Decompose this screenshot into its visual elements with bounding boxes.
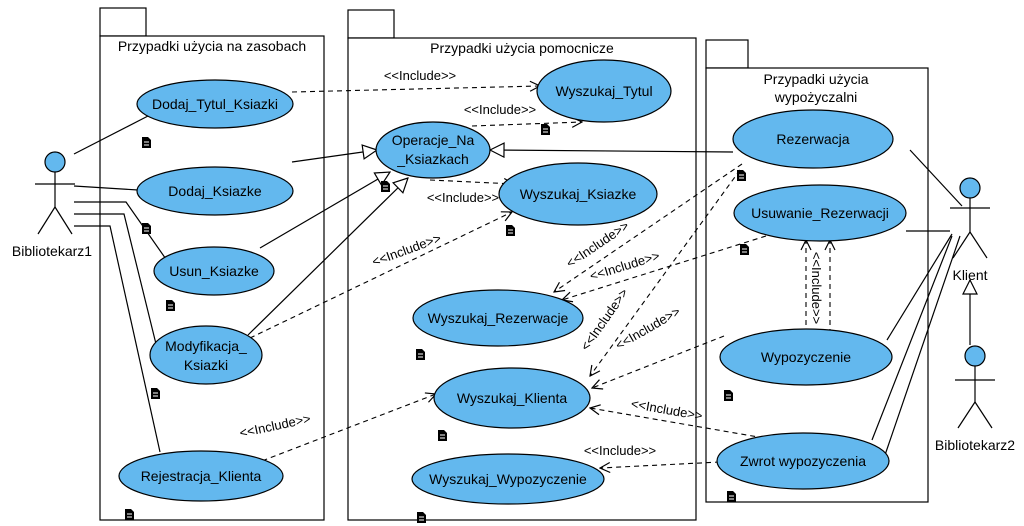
note-icon [724, 390, 733, 401]
include-label-11: <<Include>> [584, 443, 656, 458]
usecase-wyszukaj-klienta-label: Wyszukaj_Klienta [457, 390, 568, 406]
usecase-dodaj-tytul-ksiazki[interactable]: Dodaj_Tytul_Ksiazki [136, 79, 294, 129]
gen-dodaj-ksiazke-operacje [291, 150, 377, 163]
usecase-modyfikacja-ksiazki[interactable]: Modyfikacja_ Ksiazki [149, 325, 263, 385]
generalizations [247, 150, 970, 345]
note-icon [727, 491, 736, 502]
include-label-2: <<Include>> [464, 102, 536, 117]
gen-usun-ksiazke-operacje [259, 172, 390, 249]
assoc-klient-wypozyczenie [886, 233, 953, 341]
actor-head [964, 345, 986, 367]
package-wypozyczalnia-title-line1: Przypadki użycia [763, 71, 868, 87]
assoc-klient-rezerwacja [909, 149, 963, 207]
note-icon [506, 225, 515, 236]
usecase-usuwanie-rezerwacji[interactable]: Usuwanie_Rezerwacji [733, 184, 907, 242]
note-icon [417, 512, 426, 523]
inc-rezerwacja-wyszukaj-klienta [590, 169, 741, 376]
assoc-b1-modyfikacja [74, 213, 157, 345]
actor-bibliotekarz1[interactable]: Bibliotekarz1 [12, 151, 92, 259]
usecase-wypozyczenie[interactable]: Wypozyczenie [719, 328, 893, 386]
usecase-rejestracja-klienta-label: Rejestracja_Klienta [141, 468, 262, 484]
inc-rejestracja-wyszukaj-klienta [253, 394, 436, 465]
inc-zwrot-wyszukaj-wypozyczenie [600, 461, 721, 468]
package-wypozyczalnia-title-line2: wypożyczalni [774, 89, 857, 105]
usecase-zwrot-wypozyczenia-label: Zwrot wypozyczenia [740, 453, 866, 469]
associations [73, 115, 963, 456]
usecase-dodaj-tytul-ksiazki-label: Dodaj_Tytul_Ksiazki [152, 96, 278, 112]
assoc-bibliotekarz2-zwrot [884, 235, 961, 456]
usecase-usun-ksiazke[interactable]: Usun_Ksiazke [153, 246, 275, 296]
actor-leg-right [969, 231, 988, 259]
actor-head [44, 151, 66, 173]
include-dependencies [249, 86, 830, 468]
usecase-wypozyczenie-label: Wypozyczenie [761, 349, 851, 365]
actor-klient-label: Klient [952, 267, 987, 283]
inc-wypozyczenie-wyszukaj-klienta [592, 335, 725, 388]
note-icon [740, 244, 749, 255]
actor-leg-right [54, 206, 73, 235]
actor-leg-left [957, 401, 976, 429]
usecase-wyszukaj-wypozyczenie-label: Wyszukaj_Wypozyczenie [429, 471, 587, 487]
usecase-rejestracja-klienta[interactable]: Rejestracja_Klienta [118, 450, 284, 502]
inc-modyfikacja-wyszukaj-ksiazke [249, 212, 512, 339]
package-zasoby-title: Przypadki użycia na zasobach [118, 38, 306, 54]
usecase-wyszukaj-ksiazke[interactable]: Wyszukaj_Ksiazke [498, 162, 658, 226]
gen-rezerwacja-operacje [490, 150, 734, 152]
usecase-dodaj-ksiazke[interactable]: Dodaj_Ksiazke [136, 166, 294, 216]
include-label-3: <<Include>> [427, 190, 499, 205]
inc-rezerwacja-wyszukaj-rezerwacje [554, 163, 743, 292]
actor-head [959, 177, 981, 199]
assoc-b1-dodaj-tytul [73, 115, 149, 155]
actor-bibliotekarz2[interactable]: Bibliotekarz2 [935, 345, 1015, 453]
gen-modyfikacja-operacje [247, 178, 408, 336]
usecase-wyszukaj-tytul-label: Wyszukaj_Tytul [555, 83, 652, 99]
usecase-rezerwacja[interactable]: Rezerwacja [732, 109, 894, 169]
note-icon [142, 223, 151, 234]
usecase-zwrot-wypozyczenia[interactable]: Zwrot wypozyczenia [716, 432, 890, 490]
use-cases: Dodaj_Tytul_Ksiazki Dodaj_Ksiazke Usun_K… [118, 59, 907, 505]
usecase-rezerwacja-label: Rezerwacja [776, 131, 849, 147]
note-icon [125, 509, 134, 520]
usecase-wyszukaj-rezerwacje[interactable]: Wyszukaj_Rezerwacje [412, 289, 584, 347]
include-label-1: <<Include>> [384, 68, 456, 83]
note-icon [541, 124, 550, 135]
assoc-klient-zwrot [871, 235, 953, 441]
actor-bibliotekarz1-label: Bibliotekarz1 [12, 243, 92, 259]
usecase-modyfikacja-ksiazki-label-line2: Ksiazki [184, 357, 228, 373]
assoc-b1-dodaj-ksiazke [73, 185, 139, 191]
actor-klient[interactable]: Klient [950, 177, 990, 283]
usecase-wyszukaj-tytul[interactable]: Wyszukaj_Tytul [536, 59, 672, 123]
inc-zwrot-wyszukaj-klienta [590, 408, 765, 439]
note-icon [151, 388, 160, 399]
assoc-b1-usun-ksiazke [74, 201, 169, 263]
note-icon [737, 170, 746, 181]
usecase-wyszukaj-wypozyczenie[interactable]: Wyszukaj_Wypozyczenie [411, 453, 605, 505]
note-icon [438, 430, 447, 441]
include-label-9: <<Include>> [809, 252, 824, 324]
actor-leg-left [952, 231, 971, 259]
usecase-modyfikacja-ksiazki-label-line1: Modyfikacja_ [165, 338, 247, 354]
note-icon [166, 300, 175, 311]
usecase-wyszukaj-klienta[interactable]: Wyszukaj_Klienta [433, 367, 591, 429]
note-icon [416, 349, 425, 360]
usecase-usuwanie-rezerwacji-label: Usuwanie_Rezerwacji [751, 205, 889, 221]
usecase-operacje-label-line1: Operacje_Na [392, 132, 475, 148]
note-icons [125, 124, 749, 523]
assoc-b1-rejestracja [74, 225, 161, 453]
actor-leg-left [37, 206, 56, 235]
usecase-wyszukaj-ksiazke-label: Wyszukaj_Ksiazke [520, 186, 637, 202]
note-icon [381, 181, 390, 192]
usecase-usun-ksiazke-label: Usun_Ksiazke [169, 263, 259, 279]
actor-bibliotekarz2-label: Bibliotekarz2 [935, 437, 1015, 453]
note-icon [142, 137, 151, 148]
inc-operacje-wyszukaj-tytul [471, 122, 582, 126]
package-pomocnicze-title: Przypadki użycia pomocnicze [430, 40, 614, 56]
usecase-operacje-label-line2: _Ksiazkach [396, 151, 469, 167]
actor-leg-right [974, 401, 993, 429]
usecase-operacje-na-ksiazkach[interactable]: Operacje_Na _Ksiazkach [375, 121, 491, 179]
usecase-wyszukaj-rezerwacje-label: Wyszukaj_Rezerwacje [428, 310, 569, 326]
usecase-dodaj-ksiazke-label: Dodaj_Ksiazke [168, 183, 262, 199]
